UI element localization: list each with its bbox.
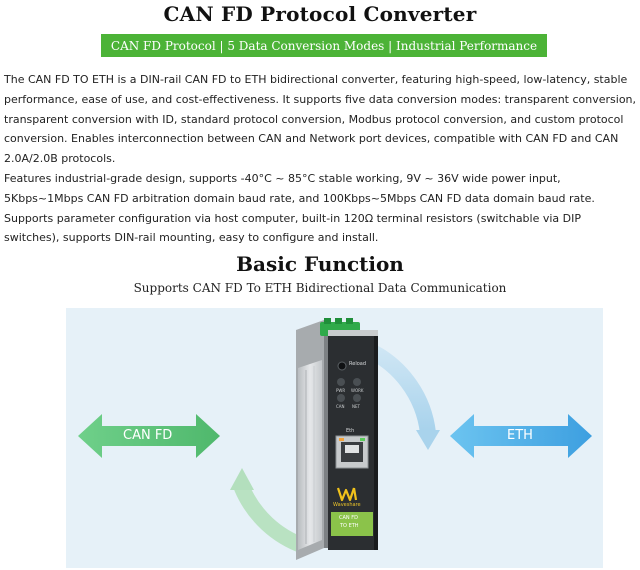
product-label-line2: TO ETH xyxy=(340,523,359,529)
waveshare-logo-icon xyxy=(336,487,358,502)
led-work xyxy=(353,378,361,386)
reload-button xyxy=(337,361,347,371)
circular-arrow-bottom-head xyxy=(230,468,254,490)
led-can xyxy=(337,394,345,402)
intro-paragraph-3: Supports parameter configuration via hos… xyxy=(4,211,582,245)
function-diagram: CAN FD ETH Reload PWR WORK CAN NET Eth W… xyxy=(66,308,603,568)
can-fd-double-arrow xyxy=(78,414,220,458)
eth-label: ETH xyxy=(507,428,533,443)
product-label xyxy=(331,512,373,536)
led-label-can: CAN xyxy=(336,404,345,409)
led-label-pwr: PWR xyxy=(336,388,346,393)
product-label-line1: CAN FD xyxy=(339,515,358,521)
led-label-work: WORK xyxy=(351,388,364,393)
feature-banner: CAN FD Protocol | 5 Data Conversion Mode… xyxy=(101,34,547,57)
section-title: Basic Function xyxy=(236,252,404,276)
led-pwr xyxy=(337,378,345,386)
eth-double-arrow xyxy=(450,414,592,458)
eth-port-label: Eth xyxy=(346,428,355,434)
intro-text: The CAN FD TO ETH is a DIN-rail CAN FD t… xyxy=(4,70,638,248)
can-fd-label: CAN FD xyxy=(123,428,173,443)
circular-arrow-bottom xyxy=(234,480,312,554)
led-label-net: NET xyxy=(352,404,360,409)
page-title: CAN FD Protocol Converter xyxy=(163,2,477,26)
diagram-graphics xyxy=(78,318,592,560)
intro-paragraph-2: Features industrial-grade design, suppor… xyxy=(4,171,595,205)
brand-label: Waveshare xyxy=(333,502,361,508)
circular-arrow-top-head xyxy=(416,430,440,450)
led-net xyxy=(353,394,361,402)
reload-label: Reload xyxy=(349,361,367,367)
intro-paragraph-1: The CAN FD TO ETH is a DIN-rail CAN FD t… xyxy=(4,73,637,166)
section-subtitle: Supports CAN FD To ETH Bidirectional Dat… xyxy=(133,281,507,295)
